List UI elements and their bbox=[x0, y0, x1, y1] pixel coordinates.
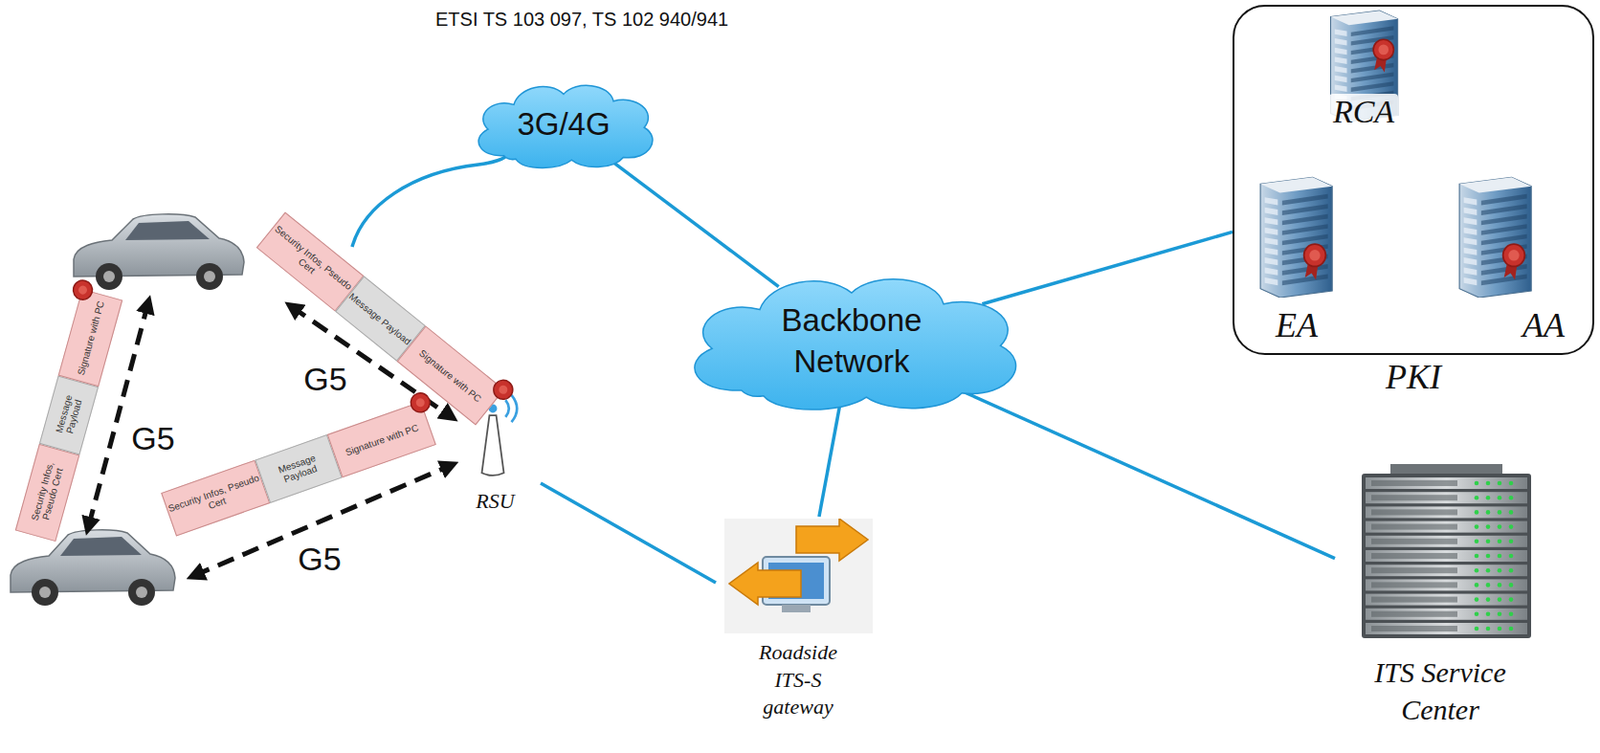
network-link bbox=[540, 483, 716, 583]
node-label: ITS Service Center bbox=[1344, 653, 1536, 729]
ca-server: RCA bbox=[1311, 6, 1417, 137]
network-link bbox=[819, 402, 841, 517]
message-field: Signature with PC bbox=[58, 288, 124, 388]
server-icon bbox=[1450, 175, 1538, 298]
field-label: Message Payload bbox=[49, 379, 89, 452]
pki-group: PKIRCAEAAA bbox=[1232, 4, 1595, 356]
label-text: EA bbox=[1275, 306, 1318, 345]
device-node: ITS Service Center bbox=[1334, 464, 1546, 748]
message-field: Security Infos, Pseudo Cert bbox=[160, 460, 270, 537]
field-label: Security Infos, Pseudo Cert bbox=[165, 471, 265, 525]
field-label: Message Payload bbox=[347, 290, 414, 348]
link-label: G5 bbox=[297, 542, 341, 576]
secured-message: Security Infos, Pseudo CertMessage Paylo… bbox=[255, 212, 504, 426]
field-label: Security Infos, Pseudo Cert bbox=[25, 446, 70, 538]
node-label: RSU bbox=[449, 488, 541, 516]
field-label: Signature with PC bbox=[343, 422, 420, 458]
icon bbox=[1361, 464, 1532, 644]
network-link bbox=[981, 231, 1233, 304]
network-cloud: Backbone Network bbox=[667, 265, 1036, 419]
node-label: RCA bbox=[1311, 90, 1417, 134]
network-cloud: 3G/4G bbox=[464, 76, 664, 174]
server-icon bbox=[1251, 175, 1339, 298]
field-label: Security Infos, Pseudo Cert bbox=[264, 222, 356, 302]
node-label: Roadside ITS-S gateway bbox=[745, 639, 851, 722]
label-text: RSU bbox=[475, 488, 514, 513]
cloud-shape bbox=[667, 265, 1036, 419]
node-label: AA bbox=[1500, 303, 1587, 349]
field-label: Message Payload bbox=[259, 446, 337, 492]
server-rack-icon bbox=[1361, 464, 1532, 644]
ca-server: AA bbox=[1443, 171, 1587, 353]
gateway-icon bbox=[724, 518, 873, 634]
secured-message: Security Infos, Pseudo CertMessage Paylo… bbox=[15, 288, 123, 542]
cloud-label: 3G/4G bbox=[516, 104, 610, 146]
label-text: ITS Service Center bbox=[1374, 656, 1506, 726]
group-label: PKI bbox=[1234, 356, 1593, 399]
message-field: Security Infos, Pseudo Cert bbox=[15, 443, 81, 542]
device-node: Roadside ITS-S gateway bbox=[715, 516, 881, 743]
field-label: Signature with PC bbox=[74, 299, 106, 377]
link-label: G5 bbox=[303, 362, 347, 396]
label-text: Roadside ITS-S gateway bbox=[758, 640, 838, 719]
cellular-wire bbox=[352, 156, 506, 247]
cloud-label: Backbone Network bbox=[755, 300, 948, 383]
network-link bbox=[956, 388, 1335, 558]
message-field: Message Payload bbox=[254, 434, 343, 504]
car bbox=[10, 530, 176, 606]
label-text: AA bbox=[1522, 306, 1565, 345]
icon bbox=[1251, 175, 1339, 298]
link-label: G5 bbox=[131, 422, 175, 455]
icon bbox=[724, 518, 873, 634]
message-field: Message Payload bbox=[39, 376, 99, 455]
title: ETSI TS 103 097, TS 102 940/941 bbox=[435, 8, 729, 31]
label-text: RCA bbox=[1329, 93, 1399, 130]
node-label: EA bbox=[1244, 303, 1350, 349]
secured-message: Security Infos, Pseudo CertMessage Paylo… bbox=[160, 401, 437, 537]
network-link bbox=[608, 158, 779, 288]
car bbox=[73, 214, 245, 290]
icon bbox=[1450, 175, 1538, 298]
ca-server: EA bbox=[1244, 171, 1350, 353]
